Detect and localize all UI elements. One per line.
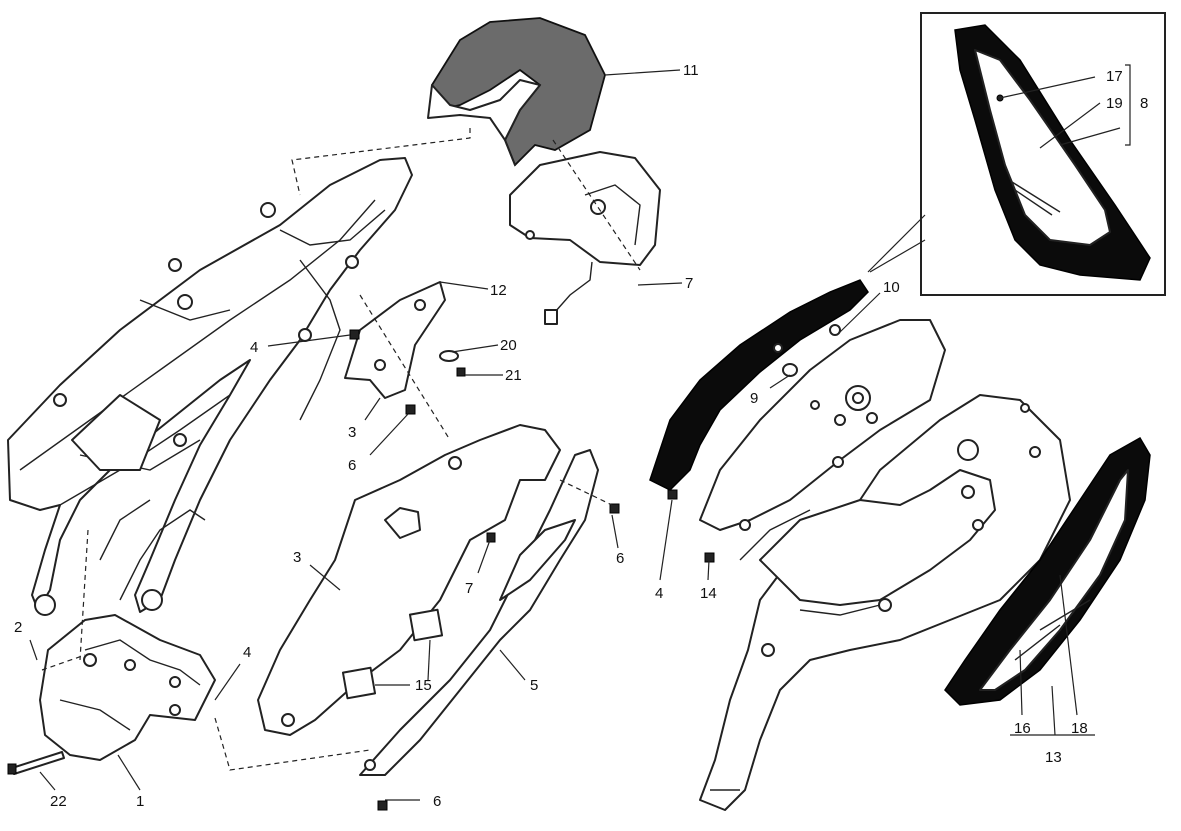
tail-light-drawing: [509, 151, 661, 325]
callout-22: 22: [50, 793, 67, 810]
assembly-dash-lines: [41, 128, 641, 771]
callout-4-exhaust: 4: [655, 585, 663, 602]
callout-labels: 11 12 20 21 4 3 6 7 10 9 3 7 6 5 15 4 14…: [14, 62, 1148, 810]
callout-7-taillight: 7: [685, 275, 693, 292]
callout-17: 17: [1106, 68, 1123, 85]
callout-4-plate: 4: [243, 644, 251, 661]
callout-6-bottom: 6: [433, 793, 441, 810]
callout-14: 14: [700, 585, 717, 602]
callout-11: 11: [683, 62, 699, 79]
sticker-guard-drawing: [944, 436, 1151, 706]
callout-10: 10: [883, 279, 900, 296]
callout-19: 19: [1106, 95, 1123, 112]
callout-12: 12: [490, 282, 507, 299]
sticker-detail-inset: [867, 12, 1166, 296]
callout-13: 13: [1045, 749, 1062, 766]
callout-20: 20: [500, 337, 517, 354]
callout-4-frame: 4: [250, 339, 258, 356]
callout-7-guard: 7: [465, 580, 473, 597]
callout-6-bracket: 6: [348, 457, 356, 474]
callout-21: 21: [505, 367, 522, 384]
callout-9: 9: [750, 390, 758, 407]
callout-16: 16: [1014, 720, 1031, 737]
side-panel-drawing: [359, 449, 620, 811]
callout-3-guard: 3: [293, 549, 301, 566]
exhaust-drawing: [667, 319, 1071, 811]
leader-lines: [29, 64, 1131, 801]
rear-guard-drawing: [257, 424, 561, 736]
callout-6-panel: 6: [616, 550, 624, 567]
callout-8: 8: [1140, 95, 1148, 112]
callout-3-bracket: 3: [348, 424, 356, 441]
rear-frame-drawing: [7, 157, 413, 616]
heat-guard-drawing: [649, 279, 869, 491]
seat-cover-drawing: [427, 17, 606, 167]
callout-5: 5: [530, 677, 538, 694]
bracket-drawing: [344, 281, 466, 415]
callout-1: 1: [136, 793, 144, 810]
callout-18: 18: [1071, 720, 1088, 737]
callout-2: 2: [14, 619, 22, 636]
callout-15: 15: [415, 677, 432, 694]
number-plate-holder-drawing: [7, 614, 216, 775]
